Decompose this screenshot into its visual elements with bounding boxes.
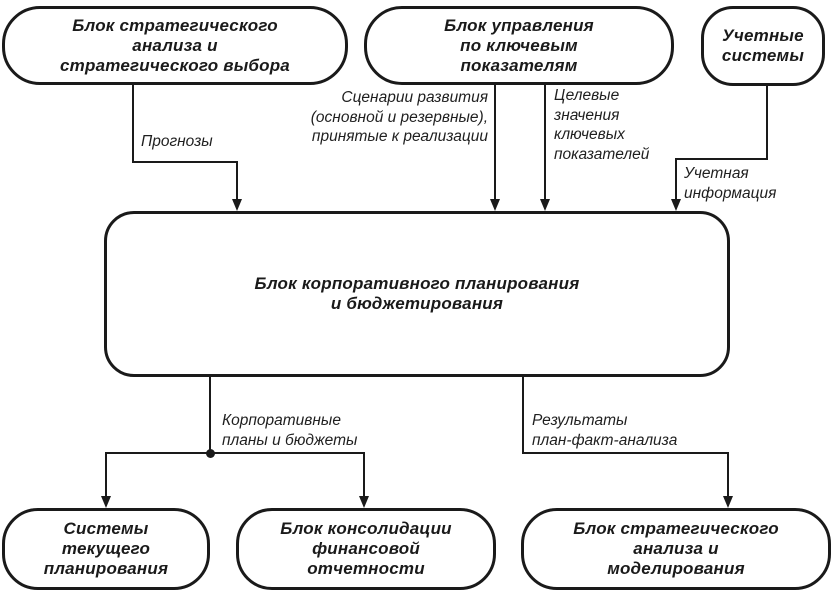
connector-kpi-targets-segment-1 <box>544 84 546 201</box>
forecasts-arrowhead-icon <box>232 199 242 211</box>
scenarios-arrowhead-icon <box>490 199 500 211</box>
accounting-arrowhead-icon <box>671 199 681 211</box>
connector-plans-segment-1 <box>209 377 211 454</box>
node-kpi-management: Блок управления по ключевым показателям <box>364 6 674 85</box>
connector-accounting-segment-1 <box>766 85 768 160</box>
planfact-arrowhead-icon <box>723 496 733 508</box>
connector-plans-segment-2 <box>105 452 365 454</box>
connector-planfact-segment-1 <box>522 377 524 454</box>
connector-forecasts-segment-3 <box>236 161 238 201</box>
connector-plans-segment-3 <box>105 452 107 498</box>
kpi-targets-arrowhead-icon <box>540 199 550 211</box>
node-current-planning: Системы текущего планирования <box>2 508 210 590</box>
connector-accounting-segment-2 <box>675 158 768 160</box>
node-strategic-analysis-choice: Блок стратегического анализа и стратегич… <box>2 6 348 85</box>
connector-forecasts-segment-2 <box>132 161 238 163</box>
edge-label-scenarios: Сценарии развития (основной и резервные)… <box>310 89 488 145</box>
edge-label-forecasts: Прогнозы <box>141 133 213 150</box>
node-strategic-analysis-modeling: Блок стратегического анализа и моделиров… <box>521 508 831 590</box>
plans-right-arrowhead-icon <box>359 496 369 508</box>
node-financial-consolidation: Блок консолидации финансовой отчетности <box>236 508 496 590</box>
edge-label-plan-fact: Результаты план-факт-анализа <box>532 412 678 449</box>
edge-label-accounting-info: Учетная информация <box>684 165 777 202</box>
edge-label-kpi-targets: Целевые значения ключевых показателей <box>554 87 650 163</box>
connector-planfact-segment-2 <box>522 452 729 454</box>
edge-label-corporate-plans: Корпоративные планы и бюджеты <box>222 412 358 449</box>
connector-accounting-segment-3 <box>675 158 677 201</box>
node-accounting-systems: Учетные системы <box>701 6 825 86</box>
connector-plans-segment-4 <box>363 452 365 498</box>
connector-scenarios-segment-1 <box>494 84 496 201</box>
connector-planfact-segment-3 <box>727 452 729 498</box>
node-corporate-planning: Блок корпоративного планирования и бюдже… <box>104 211 730 377</box>
plans-left-arrowhead-icon <box>101 496 111 508</box>
connector-forecasts-segment-1 <box>132 84 134 163</box>
